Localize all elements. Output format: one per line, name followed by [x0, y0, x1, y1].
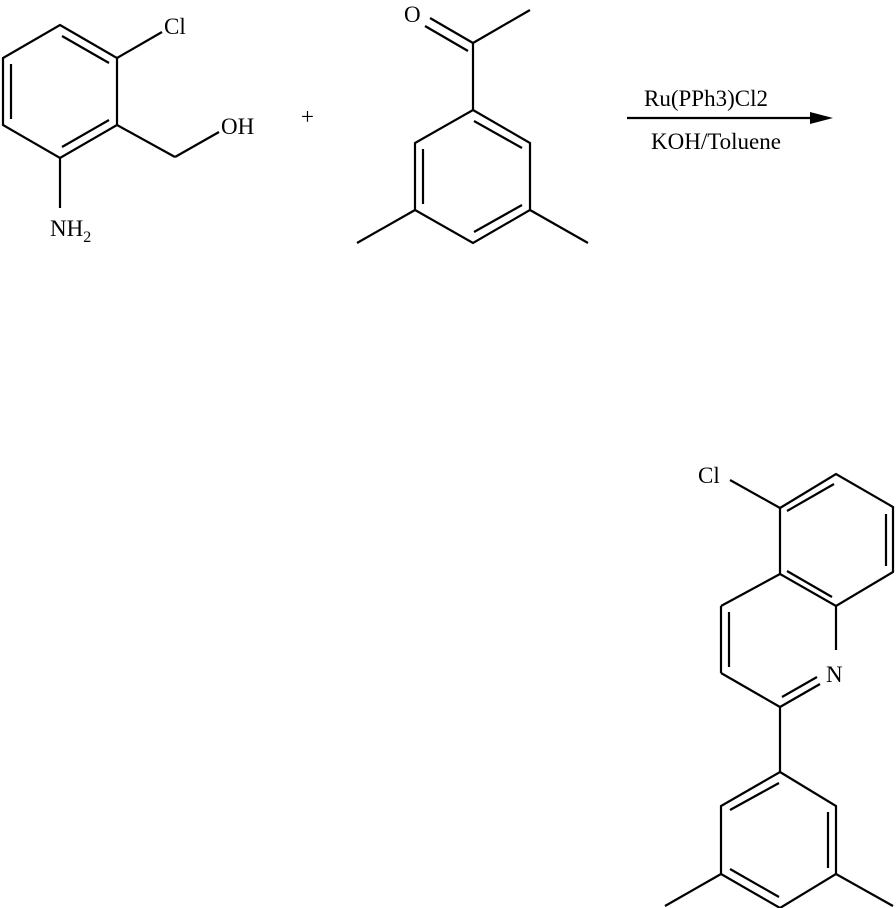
reagent-catalyst: Ru(PPh3)Cl2 — [644, 86, 768, 111]
plus-sign: + — [301, 104, 314, 129]
reactant-1-bonds — [3, 25, 219, 208]
reactant-1-structure: Cl OH NH2 — [3, 14, 254, 246]
chlorine-label: Cl — [164, 14, 186, 39]
amino-label: NH2 — [50, 216, 91, 246]
reagent-conditions: KOH/Toluene — [651, 129, 781, 154]
product-bonds — [665, 474, 893, 908]
quinoline-nitrogen-label: N — [826, 662, 843, 687]
arrow-head-icon — [810, 112, 833, 124]
product-chlorine-label: Cl — [698, 463, 720, 488]
reactant-2-structure: O — [357, 2, 588, 243]
product-structure: Cl N — [665, 463, 893, 908]
carbonyl-oxygen-label: O — [404, 2, 421, 27]
reaction-arrow: Ru(PPh3)Cl2 KOH/Toluene — [627, 86, 833, 154]
hydroxyl-label: OH — [221, 114, 254, 139]
amino-nh: NH — [50, 216, 83, 241]
amino-subscript: 2 — [83, 229, 91, 246]
reactant-2-bonds — [357, 10, 588, 243]
